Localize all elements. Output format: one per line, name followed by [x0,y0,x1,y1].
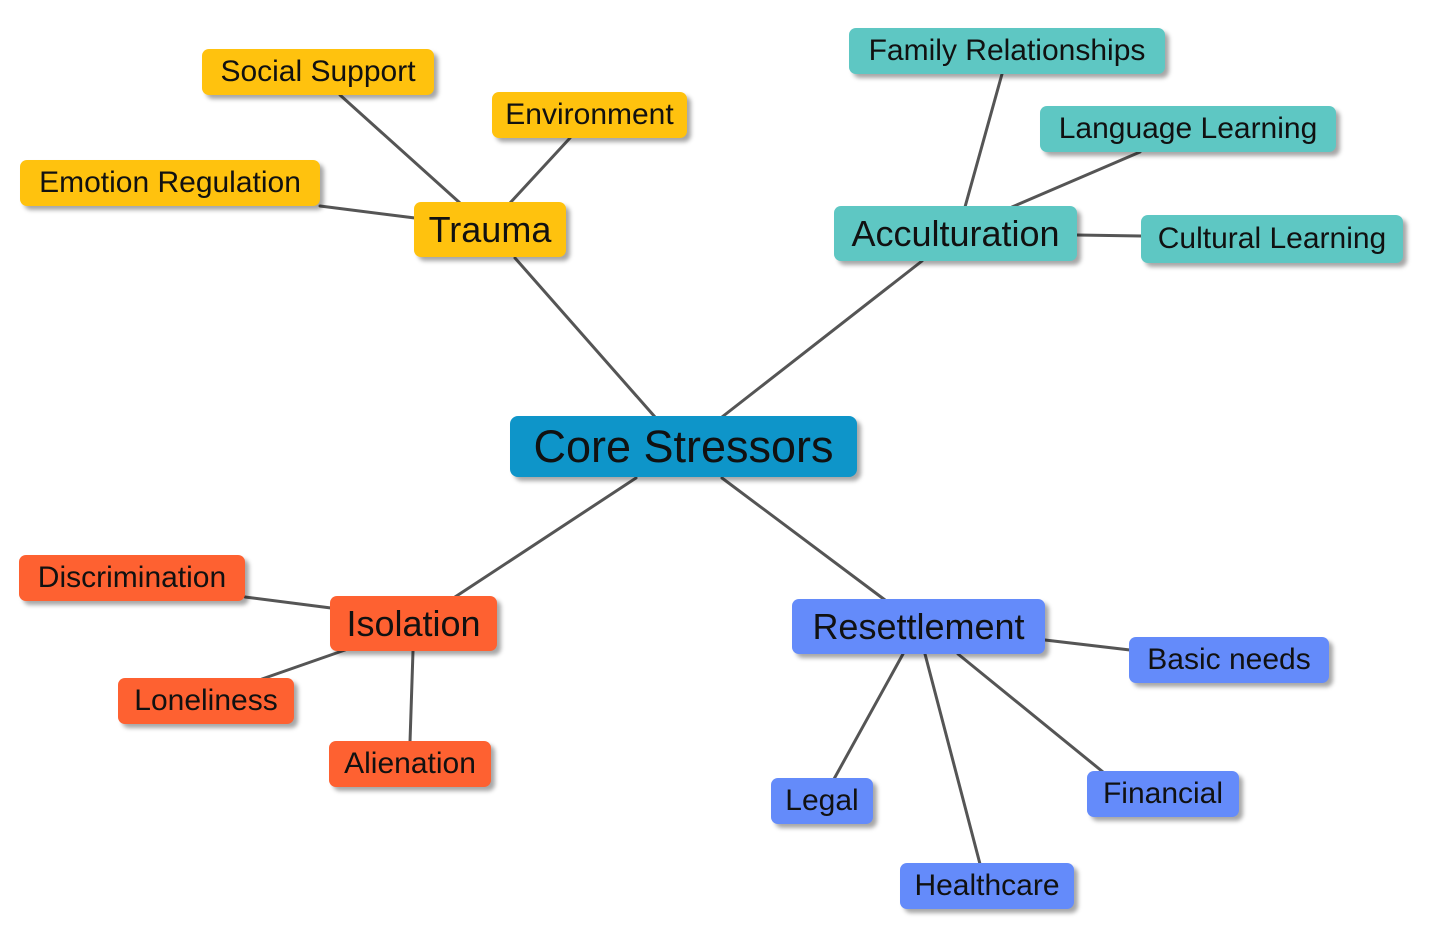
social-support-node: Social Support [202,49,434,95]
link-resettlement-financial [956,652,1105,774]
language-learning-node: Language Learning [1040,106,1336,152]
core-stressors-node: Core Stressors [510,416,857,477]
trauma-node: Trauma [414,202,566,257]
emotion-regulation-node: Emotion Regulation [20,160,320,206]
link-trauma-social-support [338,93,462,205]
link-resettlement-basic-needs [1043,638,1132,652]
healthcare-node: Healthcare [900,863,1074,909]
link-acculturation-language [1010,150,1142,209]
link-resettlement-healthcare [923,652,982,866]
link-core-resettlement [720,476,887,602]
cultural-learning-node: Cultural Learning [1141,215,1403,263]
link-trauma-environment [508,136,572,205]
resettlement-node: Resettlement [792,599,1045,654]
loneliness-node: Loneliness [118,678,294,724]
link-isolation-discrimination [243,595,333,610]
link-trauma-emotion-regulation [318,204,417,220]
link-core-trauma [513,256,657,419]
financial-node: Financial [1087,771,1239,817]
legal-node: Legal [771,778,873,824]
alienation-node: Alienation [329,741,491,787]
link-acculturation-cultural [1075,233,1143,238]
link-core-isolation [453,476,638,599]
discrimination-node: Discrimination [19,555,245,601]
link-isolation-alienation [408,649,415,744]
link-core-acculturation [720,259,924,419]
family-relationships-node: Family Relationships [849,28,1165,74]
isolation-node: Isolation [330,596,497,651]
link-resettlement-legal [832,652,905,781]
basic-needs-node: Basic needs [1129,637,1329,683]
environment-node: Environment [492,92,687,138]
acculturation-node: Acculturation [834,206,1077,261]
link-acculturation-family [963,72,1004,209]
link-isolation-loneliness [260,648,347,681]
